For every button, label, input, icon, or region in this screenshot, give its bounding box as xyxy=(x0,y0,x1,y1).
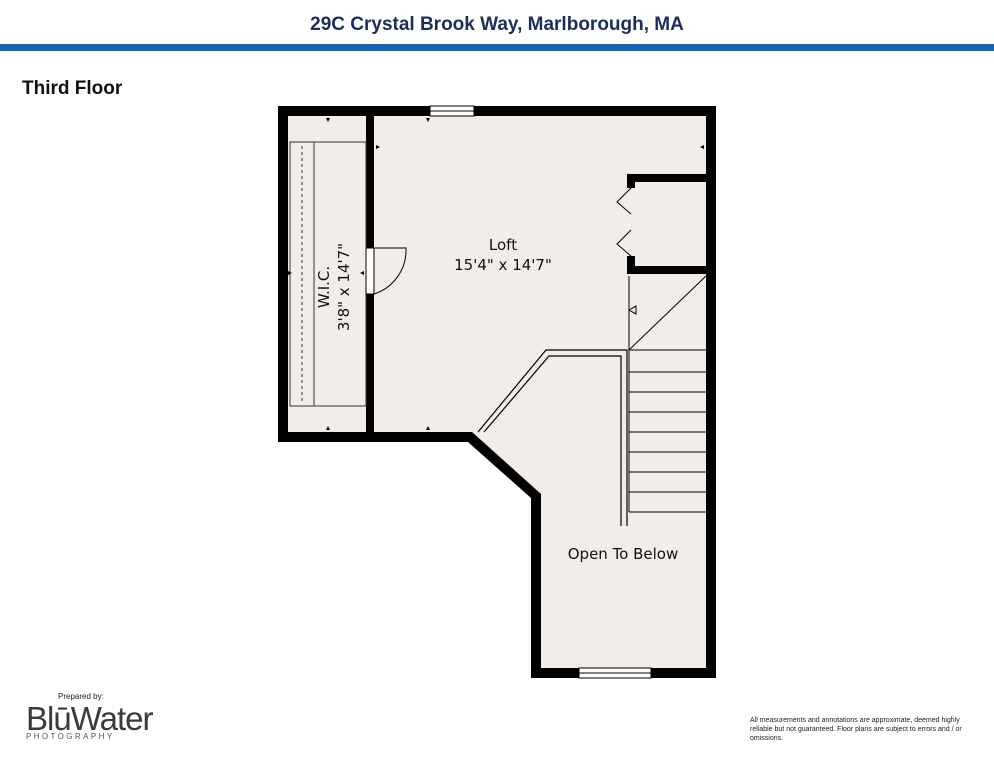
header-rule xyxy=(0,44,994,51)
bluwater-logo: BlūWater PHOTOGRAPHY xyxy=(26,700,166,742)
stairs xyxy=(627,275,707,513)
windows xyxy=(429,105,652,679)
wall-bottom-left xyxy=(278,432,472,442)
wall-left xyxy=(278,106,288,442)
wic-dimensions: 3'8" x 14'7" xyxy=(335,243,353,331)
dimension-markers xyxy=(288,118,704,430)
property-address: 29C Crystal Brook Way, Marlborough, MA xyxy=(310,14,684,35)
wall-diagonal xyxy=(468,432,541,504)
header: 29C Crystal Brook Way, Marlborough, MA xyxy=(0,0,994,44)
wic-name: W.I.C. xyxy=(315,266,333,308)
logo-wordmark: BlūWater xyxy=(26,700,153,737)
wic-door xyxy=(365,247,407,295)
closet-wall-top xyxy=(627,174,707,182)
closet-door xyxy=(616,187,632,257)
wall-top xyxy=(278,106,716,116)
logo-subtitle: PHOTOGRAPHY xyxy=(26,732,115,741)
closet-wall-left-top xyxy=(627,174,635,188)
closet-wall-left-bottom xyxy=(627,256,635,274)
loft-dimensions: 15'4" x 14'7" xyxy=(454,256,552,274)
floor-label: Third Floor xyxy=(22,78,123,99)
wall-right xyxy=(706,106,716,678)
open-below-label: Open To Below xyxy=(568,545,679,563)
floor-area xyxy=(286,116,707,672)
disclaimer-text: All measurements and annotations are app… xyxy=(750,717,962,742)
loft-name: Loft xyxy=(489,236,517,254)
stair-railing xyxy=(477,349,628,526)
wall-lower-left xyxy=(531,494,541,678)
prepared-by-label: Prepared by: xyxy=(58,692,104,701)
closet-wall-bottom xyxy=(627,266,707,274)
